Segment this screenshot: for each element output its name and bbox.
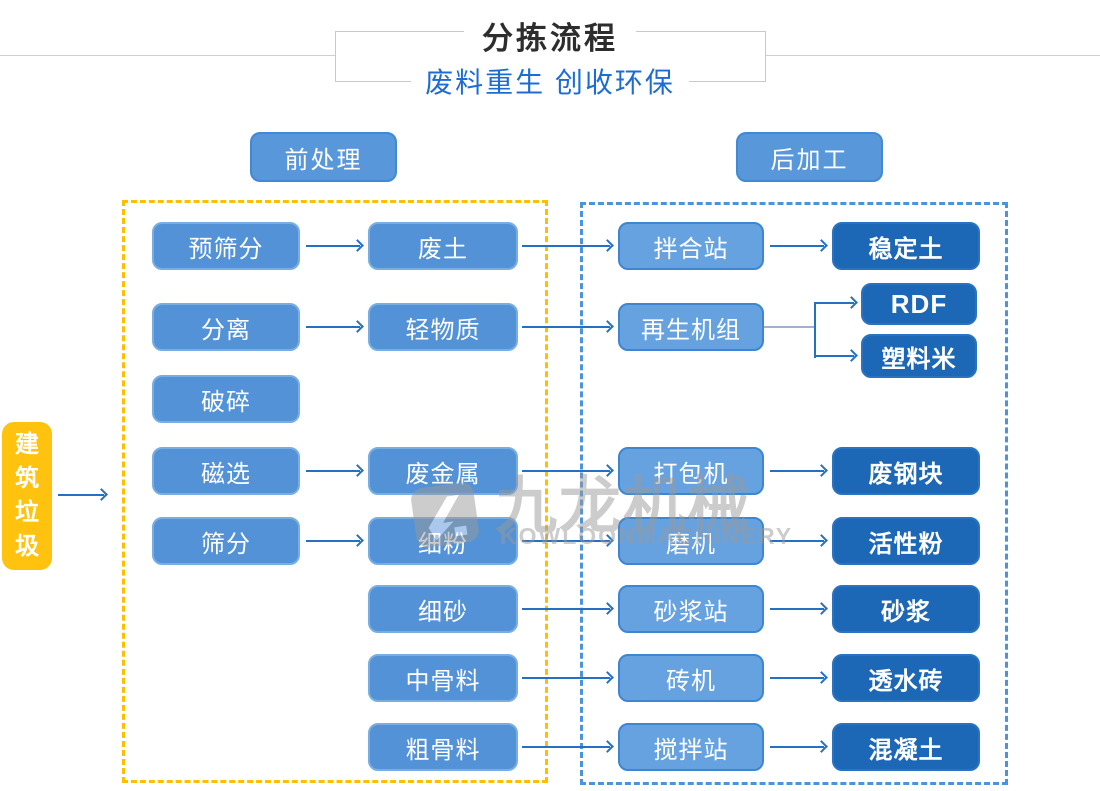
arrow-separation-to-lightmaterial [306, 326, 360, 328]
node-crushing: 破碎 [152, 375, 300, 423]
node-coarse-aggregate: 粗骨料 [368, 723, 518, 771]
node-concrete: 混凝土 [832, 723, 980, 771]
node-brick-machine: 砖机 [618, 654, 764, 702]
node-construction-waste-label: 建筑垃圾 [15, 431, 39, 560]
node-plastic-pellets: 塑料米 [861, 334, 977, 378]
arrow-source-to-pretreatment [58, 494, 104, 496]
page-subtitle: 废料重生 创收环保 [411, 61, 689, 101]
node-fine-powder: 细粉 [368, 517, 518, 565]
node-separation: 分离 [152, 303, 300, 351]
node-stabilized-soil: 稳定土 [832, 222, 980, 270]
arrow-regenunit-to-rdf [814, 302, 854, 304]
node-rdf: RDF [861, 283, 977, 325]
arrow-mill-to-activepowder [770, 540, 824, 542]
arrow-regenunit-to-plasticpellets [814, 355, 854, 357]
arrow-mixingstation-to-stabilizedsoil [770, 245, 824, 247]
arrow-wastesoil-to-mixingstation [522, 245, 610, 247]
arrow-scrapmetal-to-baler [522, 470, 610, 472]
arrow-brickmachine-to-permeablebrick [770, 677, 824, 679]
page-title: 分拣流程 [464, 13, 636, 58]
arrow-screening-to-finepowder [306, 540, 360, 542]
node-permeable-brick: 透水砖 [832, 654, 980, 702]
node-construction-waste: 建筑垃圾 [2, 422, 52, 570]
arrow-prescreen-to-wastesoil [306, 245, 360, 247]
node-fine-sand: 细砂 [368, 585, 518, 633]
arrow-finepowder-to-mill [522, 540, 610, 542]
arrow-magnetic-to-scrapmetal [306, 470, 360, 472]
arrow-stirstation-to-concrete [770, 746, 824, 748]
node-active-powder: 活性粉 [832, 517, 980, 565]
node-magnetic-sorting: 磁选 [152, 447, 300, 495]
node-regeneration-unit: 再生机组 [618, 303, 764, 351]
section-label-postprocessing: 后加工 [736, 132, 883, 182]
node-scrap-steel-block: 废钢块 [832, 447, 980, 495]
arrow-mediumaggregate-to-brickmachine [522, 677, 610, 679]
node-stir-station: 搅拌站 [618, 723, 764, 771]
node-scrap-metal: 废金属 [368, 447, 518, 495]
node-pre-screening: 预筛分 [152, 222, 300, 270]
node-light-material: 轻物质 [368, 303, 518, 351]
branch-connector-line [764, 326, 816, 328]
node-waste-soil: 废土 [368, 222, 518, 270]
branch-vertical-line [814, 303, 816, 358]
node-mortar: 砂浆 [832, 585, 980, 633]
pretreatment-dashed-frame [122, 200, 548, 783]
node-mill: 磨机 [618, 517, 764, 565]
arrow-baler-to-scrapsteel [770, 470, 824, 472]
arrow-coarseaggregate-to-stirstation [522, 746, 610, 748]
node-mortar-station: 砂浆站 [618, 585, 764, 633]
arrow-lightmaterial-to-regenunit [522, 326, 610, 328]
arrow-finesand-to-mortarstation [522, 608, 610, 610]
section-label-pretreatment: 前处理 [250, 132, 397, 182]
node-medium-aggregate: 中骨料 [368, 654, 518, 702]
node-screening: 筛分 [152, 517, 300, 565]
arrow-mortarstation-to-mortar [770, 608, 824, 610]
postprocessing-dashed-frame [580, 202, 1008, 785]
node-baler: 打包机 [618, 447, 764, 495]
node-mixing-station: 拌合站 [618, 222, 764, 270]
